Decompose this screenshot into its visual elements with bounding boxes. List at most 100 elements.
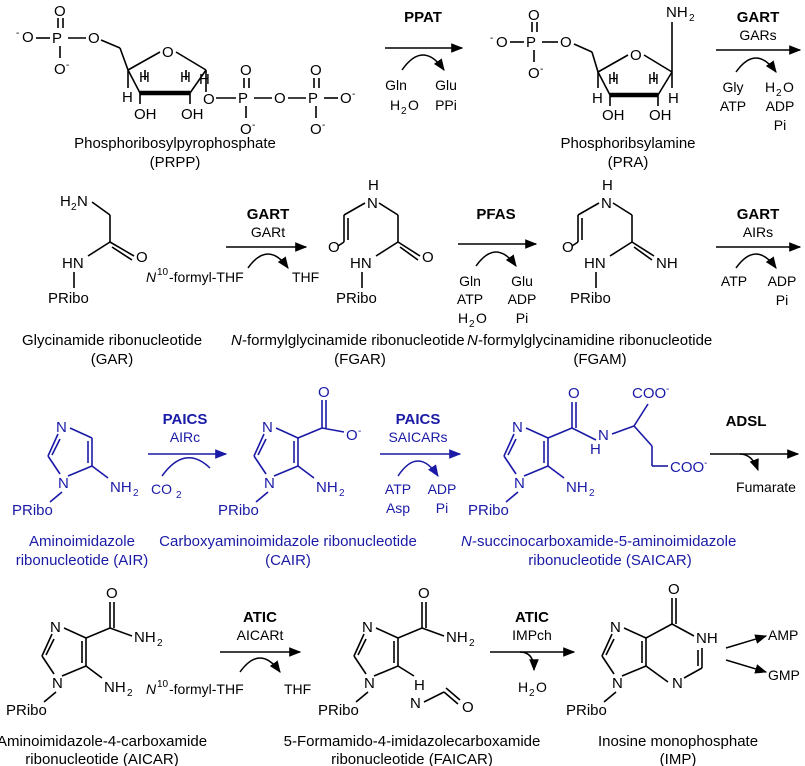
svg-text:ATP: ATP bbox=[721, 273, 747, 289]
atom-p: P bbox=[238, 90, 248, 107]
svg-text:N: N bbox=[672, 675, 683, 692]
svg-text:-: - bbox=[666, 384, 669, 395]
faicar-structure: N N O NH 2 H N O PRibo bbox=[318, 585, 475, 719]
atom-h: H bbox=[180, 69, 191, 86]
faicar-abbr: ribonucleotide (FAICAR) bbox=[331, 751, 493, 766]
reaction-pfas: PFAS Gln ATP H 2 O Glu ADP Pi bbox=[457, 206, 538, 330]
svg-text:N: N bbox=[410, 695, 421, 712]
atom-o: O bbox=[162, 44, 174, 61]
svg-text:AIRs: AIRs bbox=[743, 224, 773, 240]
svg-text:2: 2 bbox=[133, 488, 139, 499]
svg-text:ADP: ADP bbox=[768, 273, 797, 289]
charge-minus: - bbox=[252, 120, 255, 131]
svg-text:COO: COO bbox=[670, 459, 704, 476]
svg-text:O: O bbox=[106, 585, 118, 602]
svg-text:2: 2 bbox=[529, 688, 535, 699]
charge-minus: - bbox=[66, 60, 69, 71]
reaction-gart-airs: GART AIRs ATP ADP Pi bbox=[716, 206, 802, 308]
svg-text:O: O bbox=[136, 249, 148, 266]
svg-text:N: N bbox=[262, 419, 273, 436]
svg-text:H: H bbox=[390, 97, 400, 113]
svg-text:Gly: Gly bbox=[723, 79, 744, 95]
saicar-abbr: ribonucleotide (SAICAR) bbox=[528, 552, 691, 569]
svg-text:THF: THF bbox=[292, 269, 319, 285]
svg-text:PAICS: PAICS bbox=[396, 411, 441, 428]
svg-text:2: 2 bbox=[689, 13, 695, 24]
svg-text:NH: NH bbox=[696, 630, 718, 647]
svg-text:O: O bbox=[528, 7, 540, 24]
svg-text:HN: HN bbox=[584, 255, 606, 272]
fgam-structure: H N O NH HN PRibo bbox=[562, 177, 678, 307]
pra-abbr: (PRA) bbox=[608, 154, 649, 171]
svg-text:N: N bbox=[56, 419, 67, 436]
imp-branches: AMP GMP bbox=[725, 627, 800, 683]
svg-text:-formyl-THF: -formyl-THF bbox=[169, 269, 244, 285]
svg-text:N: N bbox=[58, 475, 69, 492]
svg-text:2: 2 bbox=[127, 688, 133, 699]
atom-o: O bbox=[340, 90, 352, 107]
imp-abbr: (IMP) bbox=[660, 751, 697, 766]
svg-text:N: N bbox=[50, 619, 61, 636]
aicar-abbr: ribonucleotide (AICAR) bbox=[25, 751, 178, 766]
svg-text:PRibo: PRibo bbox=[566, 702, 607, 719]
svg-text:H: H bbox=[414, 677, 425, 694]
atom-o: O bbox=[240, 121, 252, 138]
svg-text:N: N bbox=[364, 675, 375, 692]
svg-text:10: 10 bbox=[157, 679, 169, 690]
atom-h: H bbox=[122, 89, 133, 106]
svg-text:-: - bbox=[490, 33, 493, 44]
svg-text:H: H bbox=[368, 177, 379, 194]
prpp-structure: O - P O O - O O H H H H OH OH O P bbox=[16, 3, 355, 138]
svg-text:GART: GART bbox=[737, 9, 780, 26]
svg-text:IMPch: IMPch bbox=[512, 627, 552, 643]
cair-abbr: (CAIR) bbox=[265, 552, 311, 569]
atom-o: O bbox=[88, 30, 100, 47]
svg-text:Gln: Gln bbox=[385, 77, 407, 93]
svg-text:ADSL: ADSL bbox=[726, 413, 767, 430]
svg-text:N: N bbox=[367, 195, 378, 212]
svg-text:O: O bbox=[496, 34, 508, 51]
pra-name: Phosphoribsylamine bbox=[560, 135, 695, 152]
svg-text:THF: THF bbox=[284, 681, 311, 697]
svg-text:ATP: ATP bbox=[720, 98, 746, 114]
svg-text:-: - bbox=[358, 426, 361, 437]
svg-text:N: N bbox=[52, 675, 63, 692]
svg-text:ATP: ATP bbox=[457, 291, 483, 307]
reaction-ppat: PPAT Gln H 2 O Glu PPi bbox=[385, 9, 464, 117]
svg-text:N: N bbox=[146, 269, 157, 285]
atom-p: P bbox=[52, 30, 62, 47]
svg-text:O: O bbox=[528, 65, 540, 82]
svg-text:2: 2 bbox=[71, 202, 77, 213]
svg-text:H: H bbox=[602, 177, 613, 194]
svg-text:H: H bbox=[518, 679, 528, 695]
svg-text:H: H bbox=[608, 71, 619, 88]
svg-text:OH: OH bbox=[649, 107, 672, 124]
fgar-abbr: (FGAR) bbox=[334, 351, 386, 368]
fgam-name: -formylglycinamidine ribonucleotide bbox=[478, 332, 712, 349]
svg-text:N: N bbox=[77, 193, 88, 210]
svg-text:NH: NH bbox=[104, 679, 126, 696]
fgar-name: -formylglycinamide ribonucleotide bbox=[242, 332, 465, 349]
gar-name: Glycinamide ribonucleotide bbox=[22, 332, 202, 349]
svg-text:PRibo: PRibo bbox=[12, 502, 53, 519]
svg-text:O: O bbox=[346, 427, 358, 444]
svg-text:AIRc: AIRc bbox=[170, 429, 200, 445]
prpp-name: Phosphoribosylpyrophosphate bbox=[74, 135, 276, 152]
svg-text:O: O bbox=[328, 239, 340, 256]
atom-o: O bbox=[22, 29, 34, 46]
atom-o: O bbox=[54, 3, 66, 20]
svg-text:O: O bbox=[562, 239, 574, 256]
aicar-name: Aminoimidazole-4-carboxamide bbox=[0, 733, 207, 750]
charge-minus: - bbox=[352, 89, 355, 100]
svg-text:NH: NH bbox=[110, 479, 132, 496]
svg-text:Pi: Pi bbox=[776, 292, 788, 308]
svg-text:N: N bbox=[514, 475, 525, 492]
atom-oh: OH bbox=[181, 106, 204, 123]
svg-text:NH: NH bbox=[566, 479, 588, 496]
svg-text:PRibo: PRibo bbox=[318, 702, 359, 719]
gar-structure: H 2 N O HN PRibo bbox=[48, 193, 148, 307]
svg-text:O: O bbox=[630, 47, 642, 64]
svg-text:N: N bbox=[512, 419, 523, 436]
svg-text:O: O bbox=[560, 34, 572, 51]
svg-text:O: O bbox=[783, 79, 794, 95]
